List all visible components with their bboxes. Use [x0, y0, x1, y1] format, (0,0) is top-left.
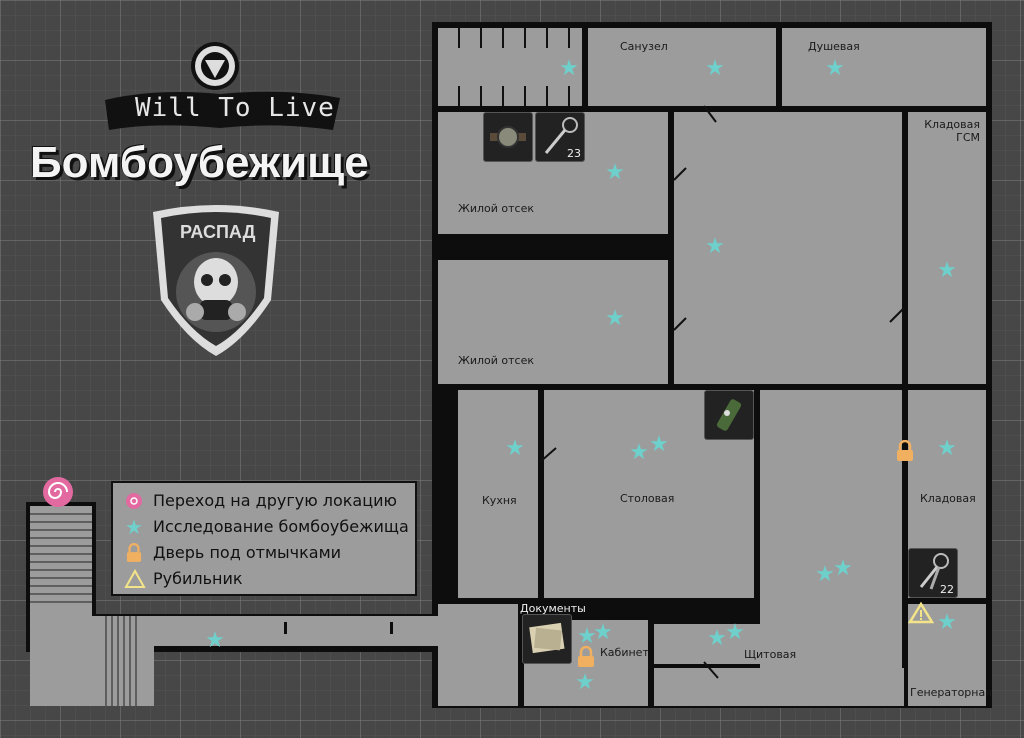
lock-icon[interactable]	[577, 646, 595, 668]
corridor-divider	[284, 622, 287, 634]
explore-star-icon[interactable]: ★	[605, 160, 625, 185]
explore-star-icon: ★	[125, 515, 143, 539]
stairs-icon	[458, 28, 570, 106]
room-hall	[674, 112, 902, 384]
corridor-divider	[390, 622, 393, 634]
room-label-dining: Столовая	[620, 492, 675, 505]
explore-star-icon[interactable]: ★	[725, 620, 745, 645]
legend-switch-label: Рубильник	[153, 569, 243, 588]
room-living-2	[438, 260, 668, 384]
logo-brush-icon	[105, 42, 340, 130]
explore-star-icon[interactable]: ★	[705, 234, 725, 259]
faction-name: РАСПАД	[180, 222, 256, 242]
switch-warning-icon	[124, 569, 146, 588]
explore-star-icon[interactable]: ★	[937, 258, 957, 283]
room-label-bathroom: Санузел	[620, 40, 668, 53]
explore-star-icon[interactable]: ★	[559, 56, 579, 81]
item-documents[interactable]	[522, 614, 572, 664]
explore-star-icon[interactable]: ★	[825, 56, 845, 81]
transition-spiral-icon[interactable]	[42, 476, 74, 508]
room-switchboard	[654, 624, 798, 664]
room-label-living-1: Жилой отсек	[458, 202, 535, 215]
map-title: Бомбоубежище	[30, 138, 369, 187]
explore-star-icon[interactable]: ★	[937, 436, 957, 461]
room-shower	[782, 28, 986, 106]
room-storage-fuel	[908, 112, 986, 384]
watch-icon	[490, 126, 526, 148]
faction-emblem: РАСПАД	[145, 200, 287, 360]
item-count: 23	[567, 147, 581, 160]
top-corridor-room	[438, 28, 582, 106]
entry-landing	[30, 616, 154, 706]
game-logo: Will To Live	[95, 38, 345, 133]
room-kitchen	[458, 390, 538, 598]
item-count: 22	[940, 583, 954, 596]
lock-icon	[126, 543, 142, 562]
item-watch[interactable]	[483, 112, 533, 162]
explore-star-icon[interactable]: ★	[605, 306, 625, 331]
map-legend: Переход на другую локацию ★ Исследование…	[111, 481, 417, 596]
item-key-living[interactable]: 23	[535, 112, 585, 162]
room-south-hall	[654, 668, 904, 706]
room-label-generator: Генераторная	[910, 686, 992, 699]
explore-star-icon[interactable]: ★	[577, 624, 597, 649]
room-label-storage: Кладовая	[920, 492, 976, 505]
key-icon	[544, 117, 578, 154]
explore-star-icon[interactable]: ★	[705, 56, 725, 81]
room-label-documents: Документы	[520, 602, 586, 615]
stairs-landing-icon	[105, 616, 137, 706]
item-grenade[interactable]	[704, 390, 754, 440]
legend-transition-label: Переход на другую локацию	[153, 491, 397, 510]
explore-star-icon[interactable]: ★	[833, 556, 853, 581]
shield-icon	[153, 205, 279, 356]
explore-star-icon[interactable]: ★	[575, 670, 595, 695]
explore-star-icon[interactable]: ★	[593, 620, 613, 645]
lock-icon[interactable]	[896, 440, 914, 462]
explore-star-icon[interactable]: ★	[815, 562, 835, 587]
game-title: Will To Live	[135, 93, 335, 123]
explore-star-icon[interactable]: ★	[937, 610, 957, 635]
explore-star-icon[interactable]: ★	[205, 628, 225, 653]
explore-star-icon[interactable]: ★	[629, 440, 649, 465]
room-label-storage-fuel: Кладовая ГСМ	[924, 118, 980, 144]
stairs-west-icon	[30, 513, 92, 603]
legend-lock-label: Дверь под отмычками	[153, 543, 342, 562]
room-label-switchboard: Щитовая	[744, 648, 797, 661]
room-label-kitchen: Кухня	[482, 494, 517, 507]
room-label-shower: Душевая	[808, 40, 860, 53]
room-label-living-2: Жилой отсек	[458, 354, 535, 367]
room-south-corridor	[438, 604, 518, 706]
room-bathroom	[588, 28, 776, 106]
room-label-office: Кабинет	[600, 646, 649, 659]
item-key-storage[interactable]: 22	[908, 548, 958, 598]
explore-star-icon[interactable]: ★	[505, 436, 525, 461]
key-ring-icon	[919, 553, 949, 590]
transition-spiral-icon	[126, 493, 142, 509]
explore-star-icon[interactable]: ★	[707, 626, 727, 651]
door-swing-kitchen	[539, 447, 557, 463]
document-icon	[529, 622, 565, 654]
switch-warning-icon[interactable]	[908, 602, 934, 624]
explore-star-icon[interactable]: ★	[649, 432, 669, 457]
legend-explore-label: Исследование бомбоубежища	[153, 517, 409, 536]
door-swings	[673, 105, 905, 679]
grenade-icon	[716, 399, 742, 431]
